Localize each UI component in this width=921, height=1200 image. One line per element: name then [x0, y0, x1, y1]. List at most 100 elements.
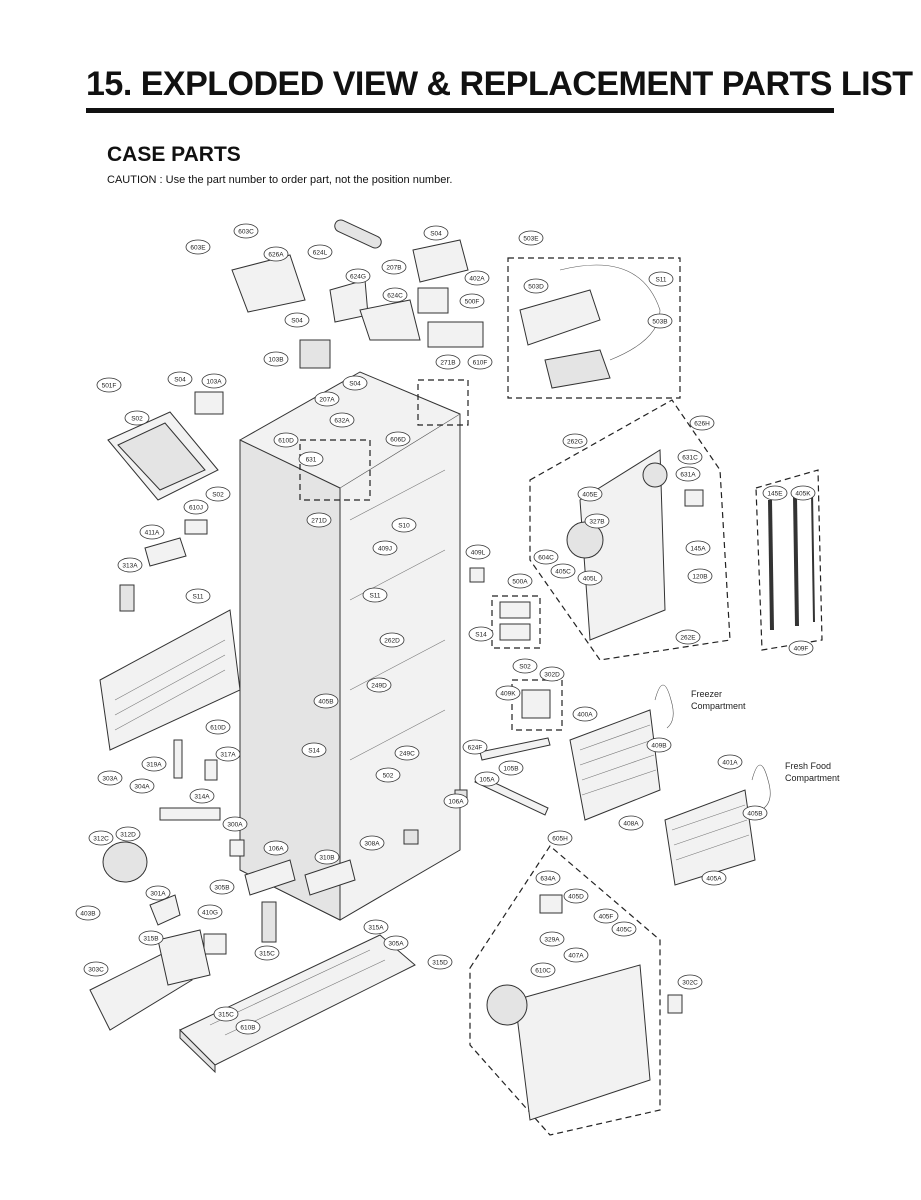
part-callout: 631: [298, 451, 324, 467]
part-callout: 604C: [533, 549, 559, 565]
callout-bubble: [443, 793, 469, 809]
callout-bubble: [563, 947, 589, 963]
part-callout: 405E: [577, 486, 603, 502]
part-callout: 271B: [435, 354, 461, 370]
callout-label: S10: [398, 522, 410, 529]
callout-label: 402A: [469, 275, 485, 282]
freezer-fan-group: [469, 845, 683, 1136]
callout-label: 401A: [722, 759, 738, 766]
callout-label: 106A: [268, 845, 284, 852]
part-callout: 410G: [197, 904, 223, 920]
part-callout: 315B: [138, 930, 164, 946]
part-callout: 315C: [213, 1006, 239, 1022]
part-callout: 312D: [115, 826, 141, 842]
callout-label: 308A: [364, 840, 380, 847]
callout-label: 262D: [384, 637, 400, 644]
callout-label: 305A: [388, 940, 404, 947]
part-callout: 303C: [83, 961, 109, 977]
callout-bubble: [677, 974, 703, 990]
callout-bubble: [535, 870, 561, 886]
part-callout: 503E: [518, 230, 544, 246]
callout-label: S02: [131, 415, 143, 422]
callout-bubble: [189, 788, 215, 804]
callout-label: 305B: [214, 884, 229, 891]
callout-bubble: [138, 930, 164, 946]
part-callout: 500A: [507, 573, 533, 589]
callout-label: 106A: [448, 798, 464, 805]
callout-bubble: [381, 259, 407, 275]
part-callout: S04: [423, 225, 449, 241]
callout-label: 271B: [440, 359, 455, 366]
callout-bubble: [205, 719, 231, 735]
callout-bubble: [88, 830, 114, 846]
part-callout: 603E: [185, 239, 211, 255]
part-callout: 301A: [145, 885, 171, 901]
part-callout: 405A: [701, 870, 727, 886]
callout-bubble: [677, 449, 703, 465]
part-callout: 302C: [677, 974, 703, 990]
callout-label: 319A: [146, 761, 162, 768]
callout-label: 411A: [145, 529, 160, 536]
part-callout: 106A: [443, 793, 469, 809]
callout-bubble: [675, 466, 701, 482]
part-callout: 603C: [233, 223, 259, 239]
callout-bubble: [385, 431, 411, 447]
part-callout: 315D: [427, 954, 453, 970]
callout-bubble: [468, 626, 494, 642]
callout-label: 409F: [794, 645, 809, 652]
callout-label: 405B: [747, 810, 762, 817]
callout-bubble: [379, 632, 405, 648]
callout-bubble: [572, 706, 598, 722]
callout-bubble: [263, 840, 289, 856]
callout-bubble: [185, 588, 211, 604]
callout-bubble: [459, 293, 485, 309]
callout-bubble: [427, 954, 453, 970]
part-callout: S02: [205, 486, 231, 502]
part-callout: 610B: [235, 1019, 261, 1035]
callout-label: 405F: [599, 913, 614, 920]
callout-label: 631A: [680, 471, 696, 478]
callout-bubble: [359, 835, 385, 851]
part-callout: 610F: [467, 354, 493, 370]
callout-label: 409B: [651, 742, 666, 749]
part-callout: 303A: [97, 770, 123, 786]
part-callout: 610D: [273, 432, 299, 448]
callout-bubble: [139, 524, 165, 540]
callout-bubble: [314, 849, 340, 865]
part-callout: S04: [167, 371, 193, 387]
part-callout: 319A: [141, 756, 167, 772]
part-callout: S14: [301, 742, 327, 758]
part-callout: 402A: [464, 270, 490, 286]
callout-bubble: [124, 410, 150, 426]
callout-label: 315D: [432, 959, 448, 966]
callout-bubble: [562, 433, 588, 449]
callout-label: 605H: [552, 835, 568, 842]
callout-label: 301A: [150, 890, 166, 897]
part-callout: 329A: [539, 931, 565, 947]
callout-bubble: [263, 351, 289, 367]
part-callout: 207B: [381, 259, 407, 275]
callout-bubble: [523, 278, 549, 294]
callout-bubble: [141, 756, 167, 772]
callout-bubble: [790, 485, 816, 501]
callout-label: 405C: [555, 568, 571, 575]
callout-label: 207B: [386, 264, 401, 271]
part-callout: 249C: [394, 745, 420, 761]
freezer-note-line1: Freezer: [691, 689, 722, 699]
fresh-note-line1: Fresh Food: [785, 761, 831, 771]
callout-label: 317A: [220, 751, 236, 758]
callout-bubble: [518, 230, 544, 246]
part-callout: 314A: [189, 788, 215, 804]
callout-label: 626A: [268, 251, 284, 258]
callout-label: 603E: [190, 244, 206, 251]
callout-label: 249D: [371, 682, 387, 689]
callout-label: 407A: [568, 952, 584, 959]
part-callout: 106A: [263, 840, 289, 856]
part-callout: 610J: [183, 499, 209, 515]
part-callout: 634A: [535, 870, 561, 886]
part-callout: 405B: [313, 693, 339, 709]
callout-label: 409L: [471, 549, 486, 556]
callout-label: 503D: [528, 283, 544, 290]
part-callout: 409K: [495, 685, 521, 701]
callout-label: S04: [291, 317, 303, 324]
